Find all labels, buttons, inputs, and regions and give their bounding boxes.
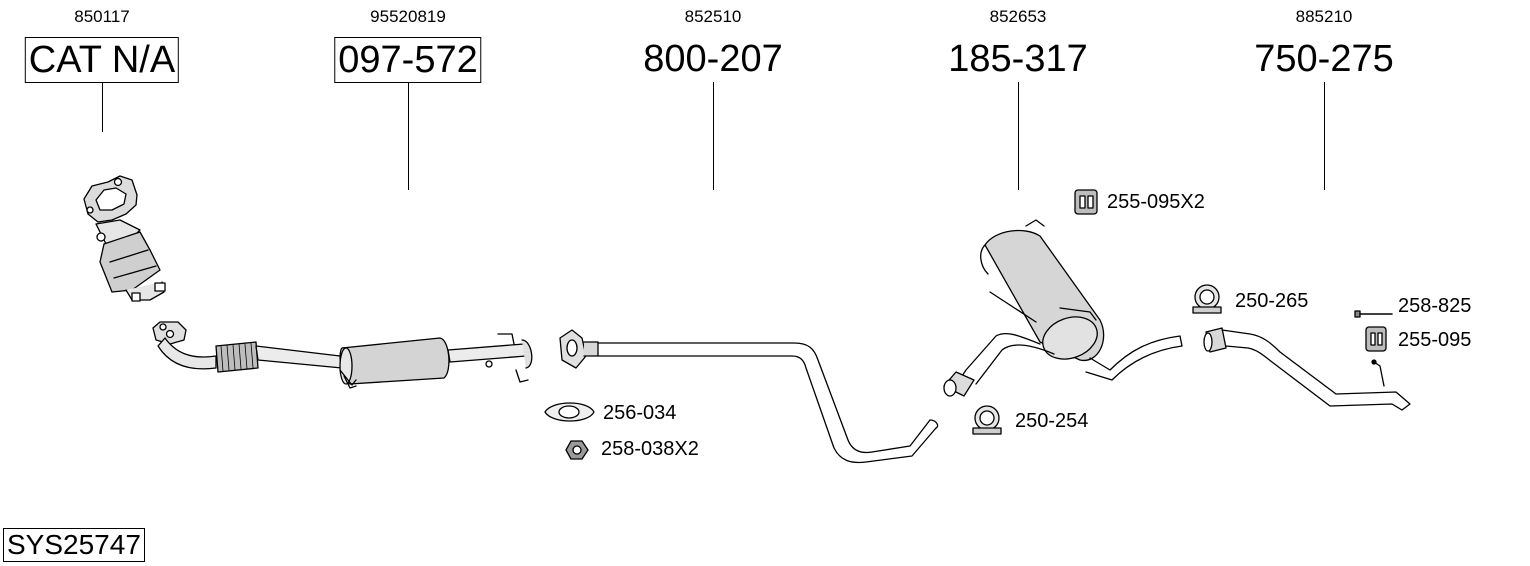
part-number-rear-silencer[interactable]: 185-317 [948,38,1088,80]
leader-line [1324,82,1325,190]
leader-line [102,82,103,132]
rubber-mount-icon [1074,189,1098,215]
nut-icon [565,440,589,460]
accessory-label-nut[interactable]: 258-038X2 [601,438,699,460]
front-pipe-part[interactable] [152,321,533,389]
rear-silencer-part[interactable] [943,219,1183,397]
accessory-label-clamp-250-254[interactable]: 250-254 [1015,410,1089,432]
oem-number-5: 885210 [1295,7,1353,26]
accessory-label-gasket[interactable]: 256-034 [603,402,677,424]
part-number-middle-pipe[interactable]: 800-207 [643,38,783,80]
part-number-tail-pipe[interactable]: 750-275 [1254,38,1394,80]
accessory-label-clamp-250-265[interactable]: 250-265 [1235,290,1309,312]
tail-pipe-part[interactable] [1203,327,1411,411]
catalytic-converter-part[interactable] [83,175,166,302]
clamp-icon [972,405,1002,435]
middle-pipe-part[interactable] [559,329,939,464]
clamp-icon [1192,284,1222,314]
oem-number-4: 852653 [989,7,1047,26]
oem-number-2: 95520819 [370,7,446,26]
accessory-label-bolt[interactable]: 258-825 [1398,295,1472,317]
accessory-label-rubber-mount-x2[interactable]: 255-095X2 [1107,191,1205,213]
oem-number-1: 850117 [74,7,130,26]
accessory-label-rubber-mount[interactable]: 255-095 [1398,329,1472,351]
system-code: SYS25747 [3,528,145,562]
leader-line [713,82,714,190]
bolt-icon [1354,310,1393,318]
leader-line [1018,82,1019,190]
gasket-icon [544,402,595,422]
rubber-mount-icon [1365,326,1387,352]
part-number-catalyst[interactable]: CAT N/A [24,37,180,83]
oem-number-3: 852510 [684,7,742,26]
leader-line [408,82,409,190]
